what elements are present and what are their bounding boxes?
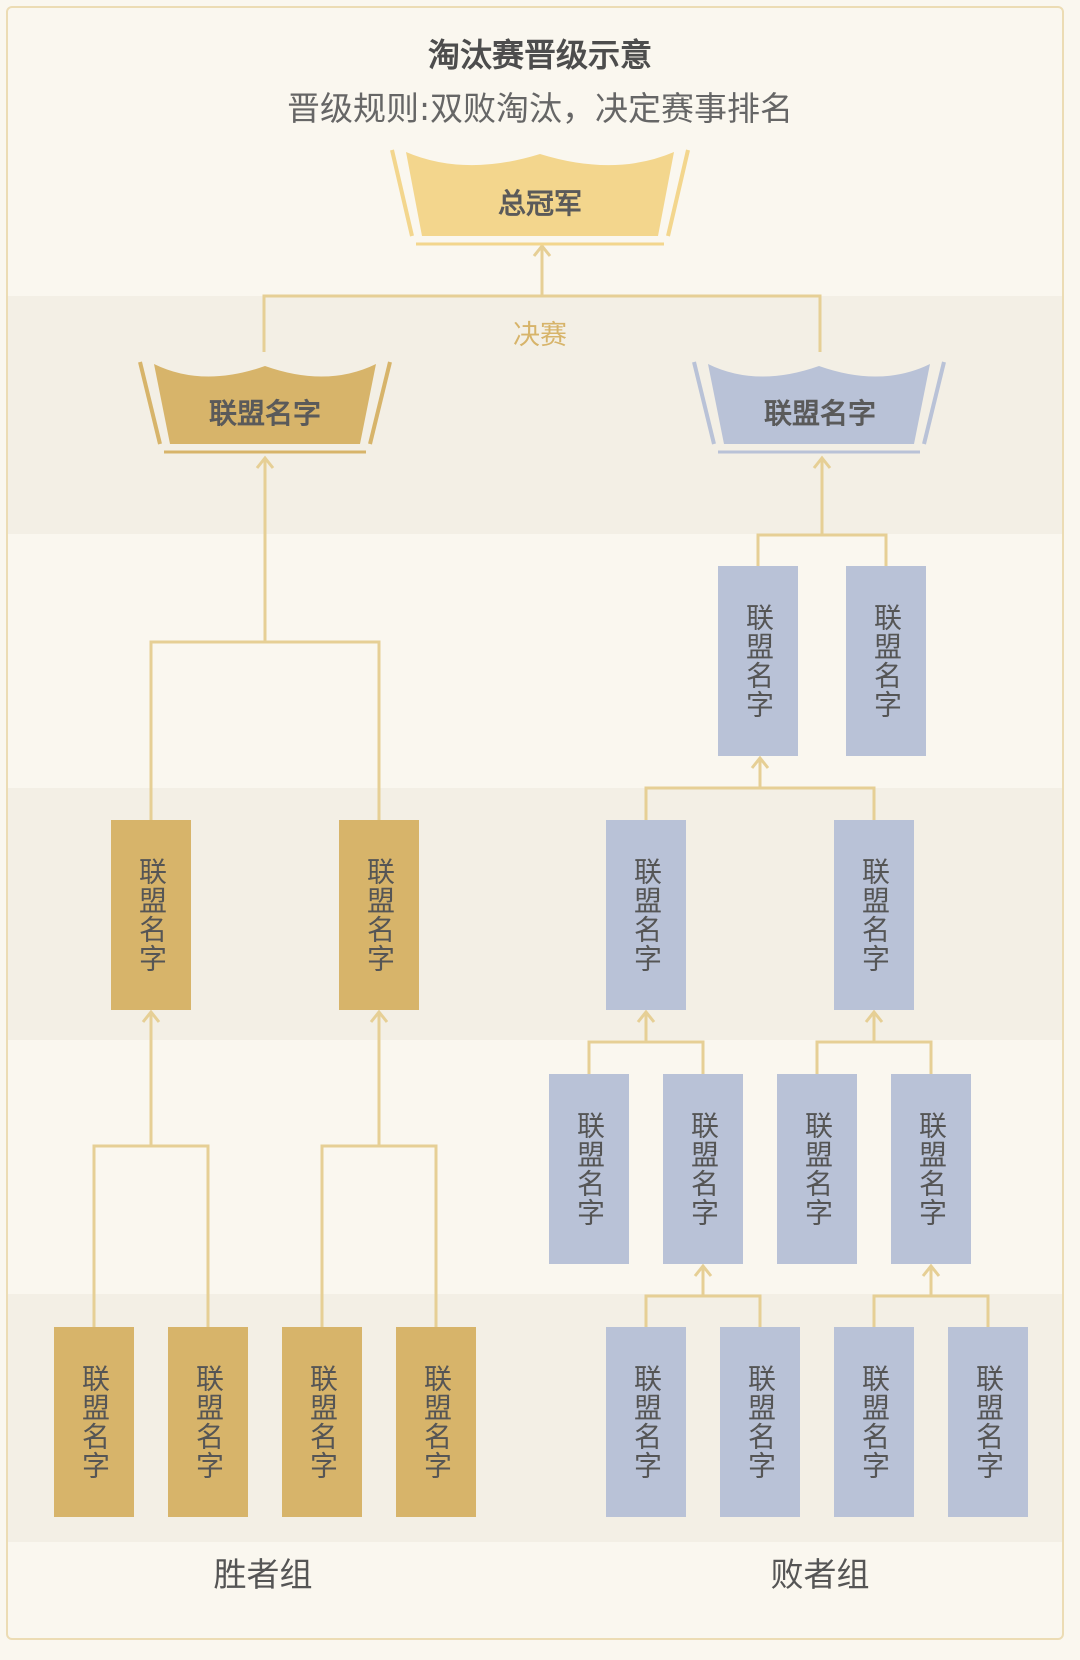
page-frame xyxy=(6,6,1064,1640)
arrow-head-18 xyxy=(636,1009,656,1023)
connector-line-7 xyxy=(149,640,381,820)
connector-line-10 xyxy=(644,1294,762,1327)
losers-r4-team-2: 联盟名字 xyxy=(846,566,926,756)
connector-line-13 xyxy=(872,1294,990,1327)
losers-r2-team-2: 联盟名字 xyxy=(663,1074,743,1264)
losers-r2-team-4: 联盟名字 xyxy=(891,1074,971,1264)
loser-side-crown-left-stripe xyxy=(692,361,716,445)
losers-r3-team-2: 联盟名字 xyxy=(834,820,914,1010)
champion-label: 总冠军 xyxy=(497,187,582,220)
final-label: 决赛 xyxy=(513,320,567,351)
connector-line-4 xyxy=(320,1144,438,1327)
champion-crown-right-stripe xyxy=(666,149,690,237)
winner-side-crown-left-stripe xyxy=(138,361,162,445)
winner-side-crown-right-stripe xyxy=(368,361,392,445)
champion-crown xyxy=(406,152,674,236)
arrow-head-21 xyxy=(864,1009,884,1023)
arrow-head-9 xyxy=(255,455,275,469)
winner-side-crown xyxy=(154,364,376,444)
connector-line-1 xyxy=(92,1144,210,1327)
loser-side-crown xyxy=(708,364,930,444)
arrow-head-3 xyxy=(141,1009,161,1023)
losers-r1-team-2: 联盟名字 xyxy=(720,1327,800,1517)
page-subtitle: 晋级规则:双败淘汰，决定赛事排名 xyxy=(286,89,794,128)
arrow-head-12 xyxy=(693,1263,713,1277)
connector-line-19 xyxy=(815,1040,933,1074)
losers-r4-team-1: 联盟名字 xyxy=(718,566,798,756)
arrow-head-27 xyxy=(812,455,832,469)
arrow-head-24 xyxy=(750,755,770,769)
winners-r2-team-2: 联盟名字 xyxy=(339,820,419,1010)
arrow-head-30 xyxy=(532,243,552,257)
winners-r2-team-1: 联盟名字 xyxy=(111,820,191,1010)
losers-r2-team-1: 联盟名字 xyxy=(549,1074,629,1264)
connector-line-25 xyxy=(756,533,888,566)
winners-r1-team-2: 联盟名字 xyxy=(168,1327,248,1517)
winners-group-label: 胜者组 xyxy=(213,1555,313,1594)
arrow-head-6 xyxy=(369,1009,389,1023)
finalist-winner-side: 联盟名字 xyxy=(208,397,321,430)
losers-r2-team-3: 联盟名字 xyxy=(777,1074,857,1264)
winners-r1-team-3: 联盟名字 xyxy=(282,1327,362,1517)
losers-r1-team-4: 联盟名字 xyxy=(948,1327,1028,1517)
losers-group-label: 败者组 xyxy=(770,1555,870,1594)
finalist-loser-side: 联盟名字 xyxy=(763,397,876,430)
champion-crown-left-stripe xyxy=(390,149,414,237)
winners-r1-team-1: 联盟名字 xyxy=(54,1327,134,1517)
losers-r1-team-3: 联盟名字 xyxy=(834,1327,914,1517)
connector-line-16 xyxy=(587,1040,705,1074)
loser-side-crown-right-stripe xyxy=(922,361,946,445)
losers-r3-team-1: 联盟名字 xyxy=(606,820,686,1010)
arrow-head-15 xyxy=(921,1263,941,1277)
connector-line-22 xyxy=(644,786,876,820)
losers-r1-team-1: 联盟名字 xyxy=(606,1327,686,1517)
page-title: 淘汰赛晋级示意 xyxy=(427,36,652,74)
winners-r1-team-4: 联盟名字 xyxy=(396,1327,476,1517)
